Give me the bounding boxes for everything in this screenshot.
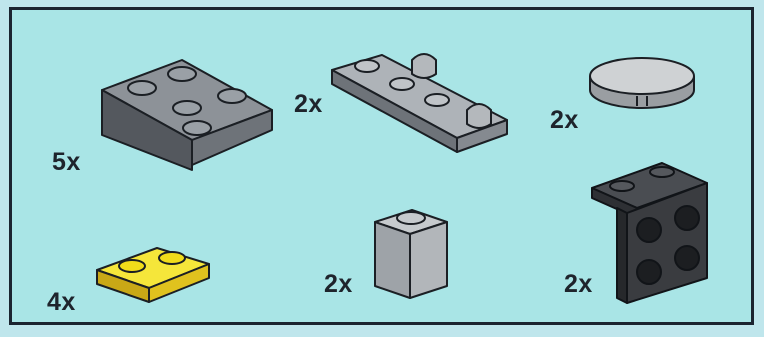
part-slope-inverted [72,40,292,180]
part-plate-with-clips [327,40,527,160]
quantity-label: 4x [47,288,76,317]
yellow-plate-icon [87,230,217,310]
bracket-icon [587,158,717,308]
slope-inverted-icon [72,40,292,180]
quantity-label: 2x [550,106,579,135]
round-tile-icon [582,48,702,118]
part-round-tile [582,48,702,118]
parts-list-panel: 5x 2x 2x [9,7,754,325]
quantity-label: 2x [564,270,593,299]
plate-with-clips-icon [327,40,527,160]
quantity-label: 2x [324,270,353,299]
quantity-label: 5x [52,148,81,177]
part-brick-1x1 [367,200,457,305]
quantity-label: 2x [294,90,323,119]
part-bracket [587,158,717,308]
part-plate-1x2 [87,230,217,310]
brick-1x1-icon [367,200,457,305]
